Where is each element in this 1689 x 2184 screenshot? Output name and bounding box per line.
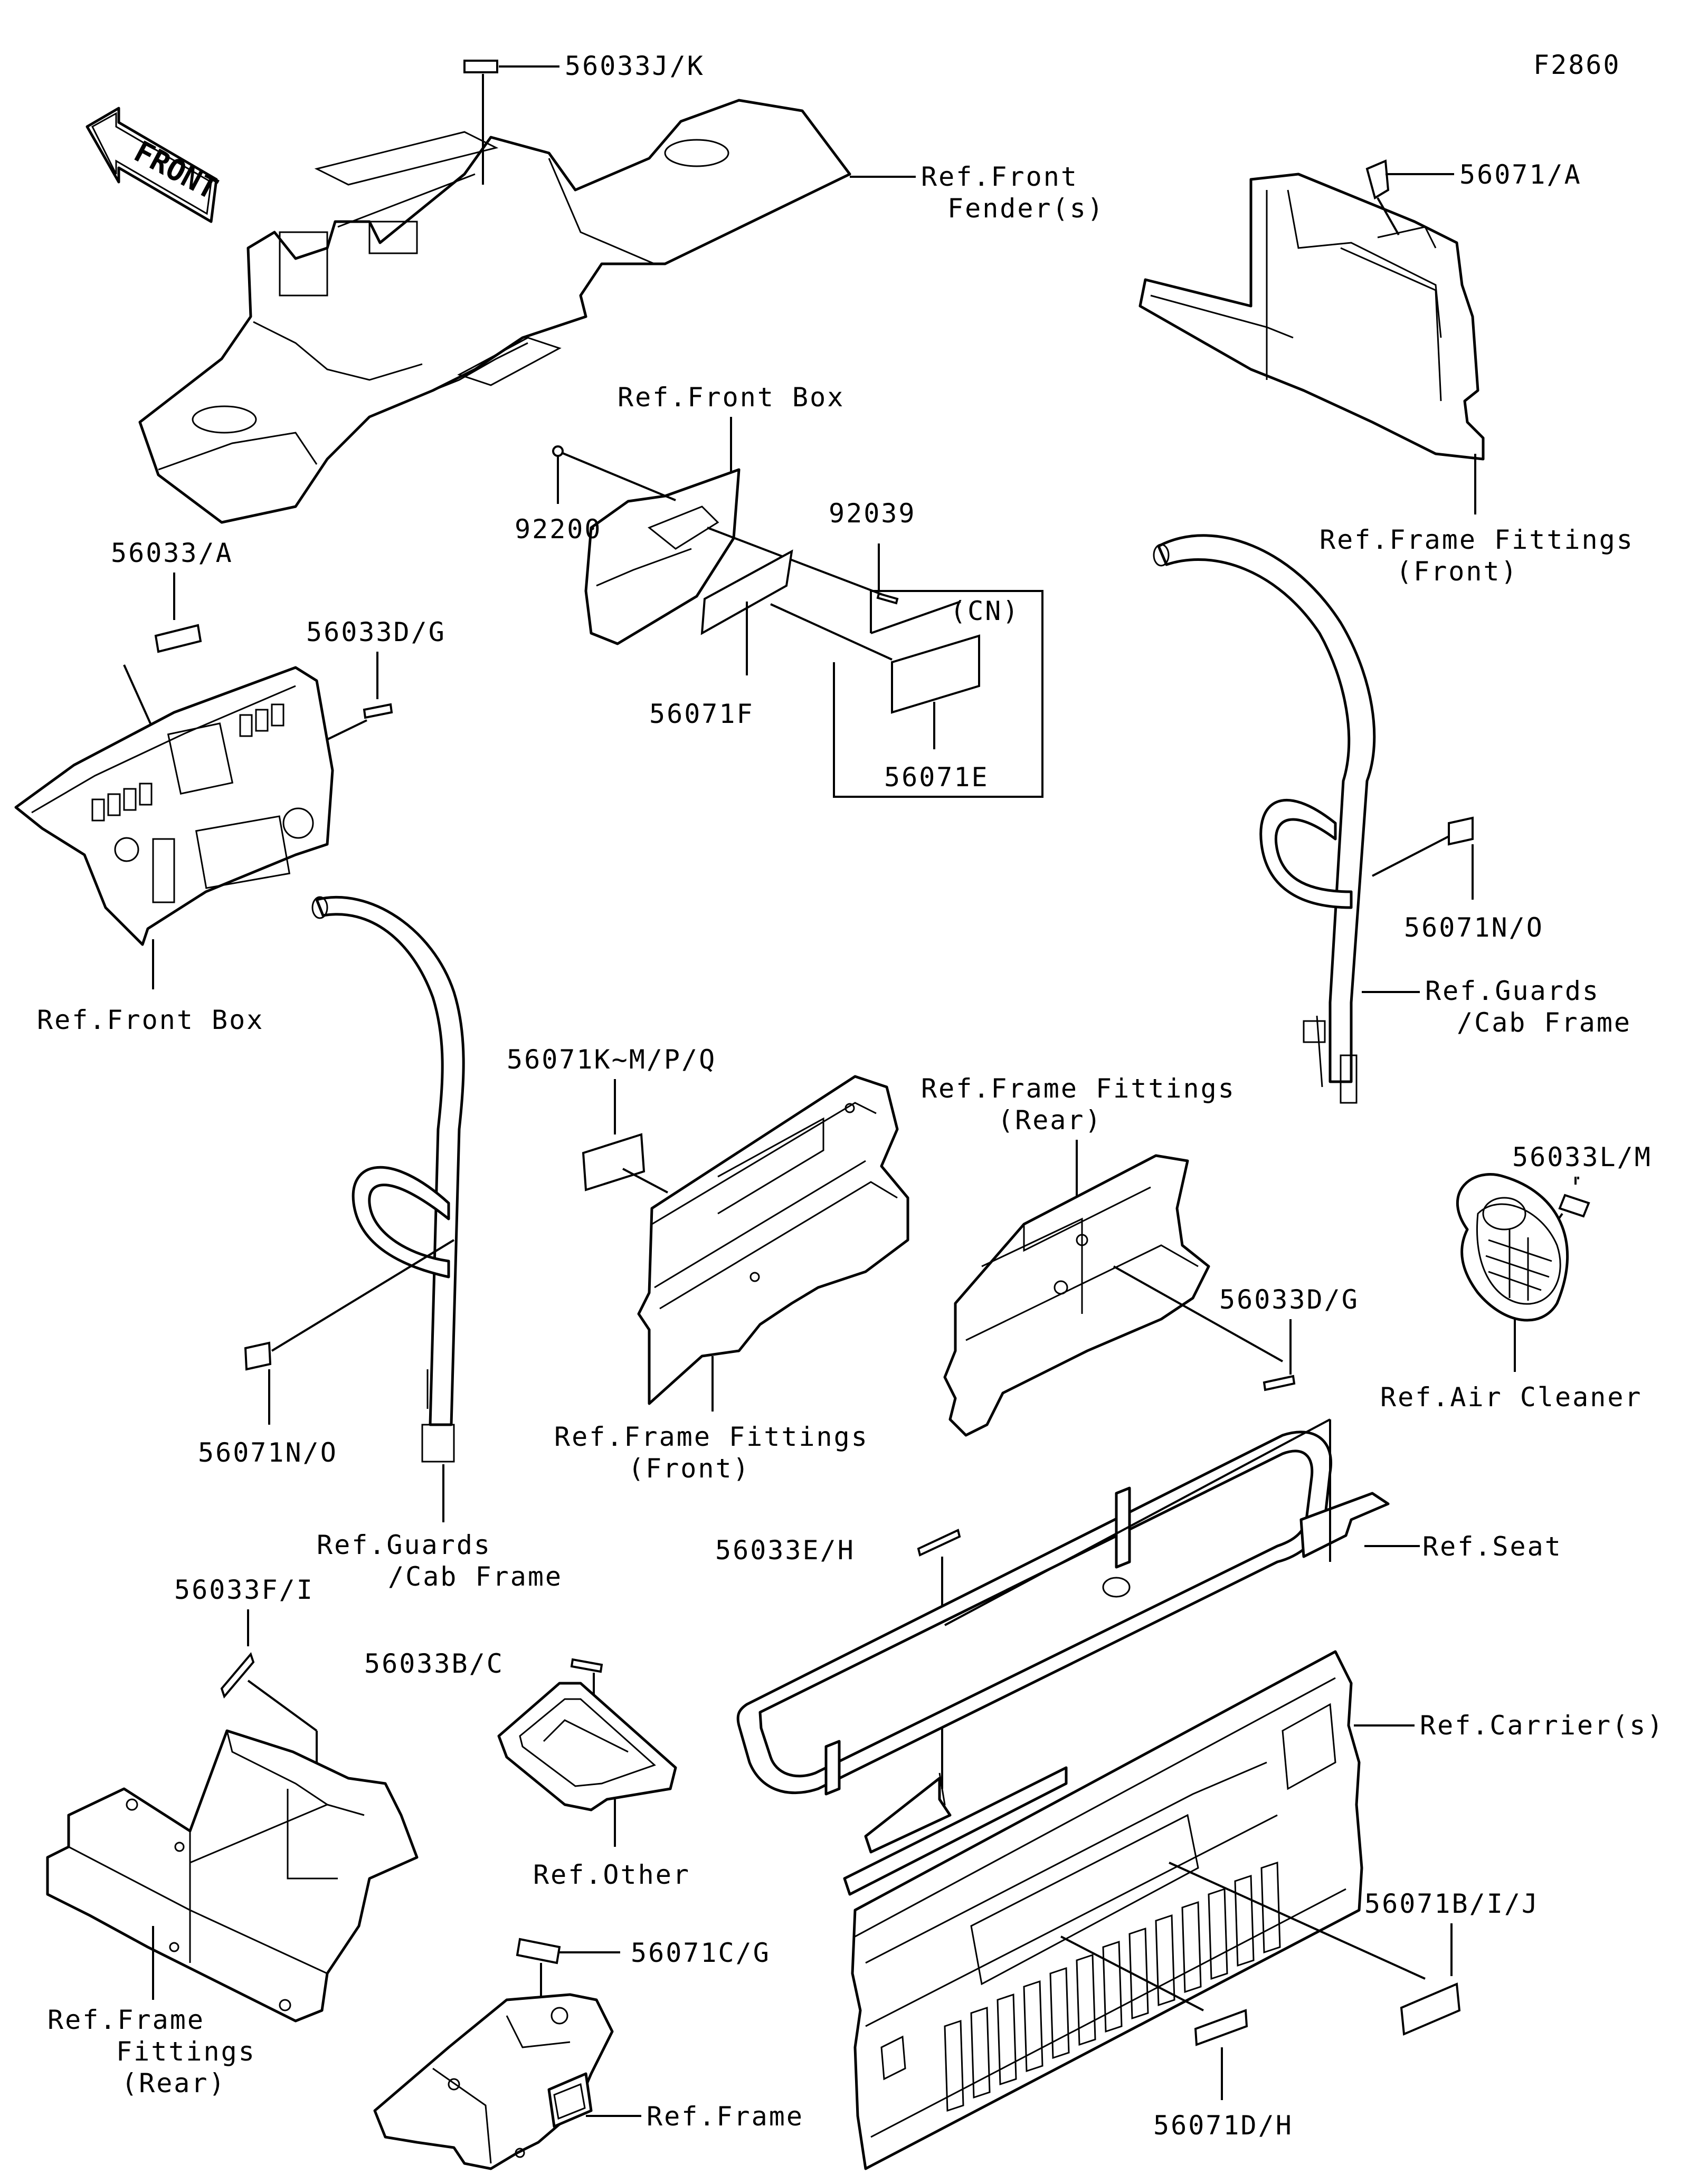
decal-56071NO-right [1448,816,1474,846]
label-ff-rear-low-2: Fittings [116,2036,256,2067]
label-guards-left-2: /Cab Frame [388,1561,563,1592]
label-92200: 92200 [515,514,602,545]
label-56071E: 56071E [884,762,989,793]
label-56033JK: 56033J/K [565,51,705,81]
decal-56033LM [1558,1194,1590,1218]
decal-56071CG [516,1938,561,1964]
label-ff-front-mid-2: (Front) [628,1453,751,1484]
label-56071BIJ: 56071B/I/J [1364,1889,1539,1919]
frame-fitting-front-top [1138,173,1485,461]
decal-56033JK [463,60,498,73]
label-front-fender-2: Fender(s) [947,193,1105,224]
front-box-lid [584,468,741,645]
decal-56033DG-mid [1263,1375,1296,1391]
label-56033DG-top: 56033D/G [306,617,446,647]
label-other: Ref.Other [533,1859,690,1890]
decal-56071KMPQ [582,1133,646,1191]
label-air-cleaner: Ref.Air Cleaner [1380,1382,1643,1413]
decal-56033DG-top [363,703,393,719]
label-56033LM: 56033L/M [1512,1142,1652,1172]
label-cn: (CN) [950,596,1020,626]
label-56071F: 56071F [649,699,754,729]
cn-bracket [833,590,1043,798]
label-ff-front-top-1: Ref.Frame Fittings [1320,524,1634,555]
screw-92200 [552,445,564,457]
label-56033EH: 56033E/H [715,1535,855,1566]
label-frame: Ref.Frame [647,2101,804,2132]
decal-56071NO-left [244,1341,272,1371]
label-56033FI: 56033F/I [174,1575,314,1605]
clip-92039 [876,592,899,605]
label-56071NO-right: 56071N/O [1404,912,1544,943]
label-guards-left-1: Ref.Guards [317,1530,491,1560]
decal-56071E [891,634,980,714]
decal-56033BC [570,1658,603,1673]
frame-fitting-rear-low [46,1729,419,2023]
label-56071DH: 56071D/H [1153,2110,1293,2141]
label-ff-front-mid-1: Ref.Frame Fittings [554,1422,869,1452]
label-56071CG: 56071C/G [631,1938,771,1968]
label-guards-right-2: /Cab Frame [1457,1007,1631,1038]
label-56071NO-left: 56071N/O [198,1437,338,1468]
decal-56071A [1365,159,1390,200]
label-56071KMPQ: 56071K~M/P/Q [507,1044,716,1075]
frame-hitch [373,1993,614,2170]
decal-56071BIJ [1400,1982,1461,2036]
label-ff-rear-mid-2: (Rear) [998,1105,1103,1136]
frame-fitting-rear-mid [943,1154,1210,1437]
other-cover [497,1682,677,1811]
label-guards-right-1: Ref.Guards [1425,976,1600,1006]
label-56033BC: 56033B/C [364,1648,504,1679]
decal-56071DH [1194,2009,1248,2046]
label-56033DG-mid: 56033D/G [1219,1284,1359,1315]
label-ff-rear-low-1: Ref.Frame [48,2005,205,2035]
label-front-fender-1: Ref.Front [921,161,1078,192]
figure-code: F2860 [1533,50,1621,80]
label-92039: 92039 [829,498,916,529]
decal-56071F [700,549,793,635]
air-cleaner [1456,1173,1569,1322]
label-56033A: 56033/A [111,538,233,568]
front-fender-assembly [138,99,851,524]
decal-56033EH [917,1529,961,1557]
frame-fitting-front-mid [637,1075,909,1405]
guard-tube-left [311,896,465,1463]
decal-56033FI [220,1652,255,1699]
label-carrier: Ref.Carrier(s) [1420,1710,1664,1741]
guard-tube-right [1153,534,1376,1104]
label-ff-rear-low-3: (Rear) [121,2068,226,2099]
carrier-bed [851,1650,1363,2170]
label-front-box-top: Ref.Front Box [618,382,844,413]
label-seat: Ref.Seat [1422,1531,1562,1562]
dash-panel [14,666,334,946]
front-direction-arrow: FRONT [86,107,223,223]
label-56071A: 56071/A [1459,159,1582,190]
label-front-box-left: Ref.Front Box [37,1005,264,1035]
label-ff-front-top-2: (Front) [1396,556,1519,587]
decal-56033A [154,624,202,653]
seat-frame [736,1430,1390,1896]
label-ff-rear-mid-1: Ref.Frame Fittings [921,1073,1236,1104]
